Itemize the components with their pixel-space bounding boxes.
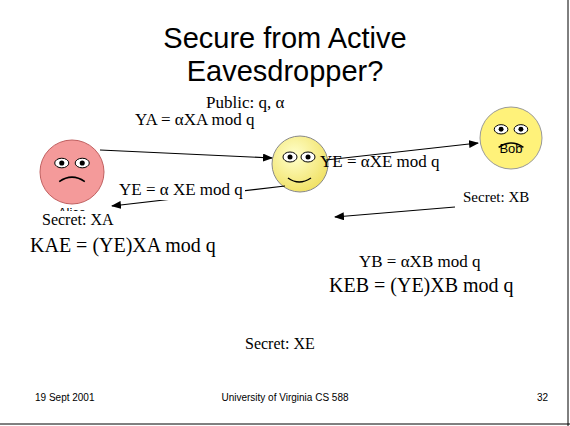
key-formula: KEB = (YE)XB mod q — [327, 274, 516, 297]
person-face: Bob — [478, 105, 544, 187]
message-arrow — [100, 150, 272, 158]
person-face: Alice — [38, 138, 106, 222]
secret-note: Secret: XB — [461, 189, 531, 206]
key-formula: KAE = (YE)XA mod q — [28, 234, 218, 257]
formula: YA = αXA mod q — [133, 110, 257, 130]
footer-date: 19 Sept 2001 — [33, 392, 97, 403]
slide-number: 32 — [535, 392, 550, 403]
slide-title: Secure from Active Eavesdropper? — [0, 22, 570, 88]
eve-face — [272, 136, 328, 192]
formula: YE = α XE mod q — [117, 180, 245, 200]
footer-course: University of Virginia CS 588 — [219, 392, 350, 403]
person-name: Bob — [499, 141, 522, 156]
message-arrow — [335, 207, 455, 217]
formula: YB = αXB mod q — [357, 252, 482, 272]
formula: YE = αXE mod q — [318, 152, 442, 172]
secret-note: Secret: XA — [40, 211, 116, 229]
slide-border — [0, 424, 570, 425]
slide-border — [568, 0, 569, 426]
secret-note: Secret: XE — [243, 335, 317, 353]
